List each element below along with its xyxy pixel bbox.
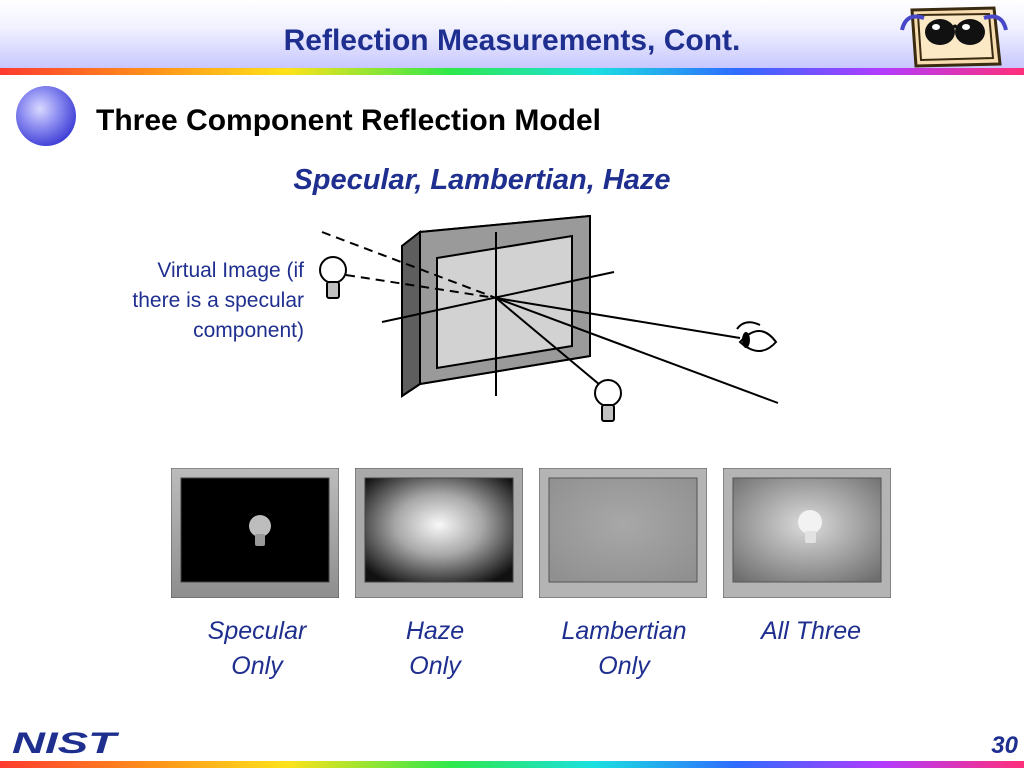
caption-line: Specular xyxy=(207,617,307,645)
panel-haze xyxy=(355,468,523,598)
caption-specular: Specular Only xyxy=(177,614,337,684)
caption-line: Only xyxy=(231,652,283,680)
source-lightbulb-icon xyxy=(594,379,622,422)
nist-logo: NIST xyxy=(12,728,120,758)
eye-icon xyxy=(736,321,778,352)
panel-all-three xyxy=(723,468,891,598)
reflection-diagram xyxy=(319,215,779,422)
rainbow-divider-bottom xyxy=(0,761,1024,768)
caption-all-three: All Three xyxy=(731,614,891,649)
panel-lambertian xyxy=(539,468,707,598)
rainbow-divider-top xyxy=(0,68,1024,75)
svg-text:NIST: NIST xyxy=(12,728,120,758)
virtual-image-label-line: component) xyxy=(193,319,304,342)
section-heading: Three Component Reflection Model xyxy=(96,104,602,137)
caption-lambertian: Lambertian Only xyxy=(544,614,704,684)
mascot-sunglasses-icon xyxy=(900,6,1008,68)
caption-line: Only xyxy=(409,652,461,680)
virtual-lightbulb-icon xyxy=(319,256,347,299)
header-band xyxy=(0,0,1024,68)
caption-line: All Three xyxy=(760,617,862,645)
virtual-image-label-line: Virtual Image (if xyxy=(157,259,304,282)
slide-title: Reflection Measurements, Cont. xyxy=(283,24,741,57)
bullet-ball-icon xyxy=(16,86,76,146)
caption-line: Only xyxy=(598,652,650,680)
reflection-lines xyxy=(321,231,779,404)
section-subtitle: Specular, Lambertian, Haze xyxy=(293,164,671,196)
caption-line: Lambertian xyxy=(561,617,687,645)
virtual-image-label-line: there is a specular xyxy=(132,289,304,312)
caption-haze: Haze Only xyxy=(355,614,515,684)
panel-specular xyxy=(171,468,339,598)
virtual-image-label: Virtual Image (if there is a specular co… xyxy=(60,256,304,346)
page-number: 30 xyxy=(991,732,1018,759)
caption-line: Haze xyxy=(405,617,465,645)
